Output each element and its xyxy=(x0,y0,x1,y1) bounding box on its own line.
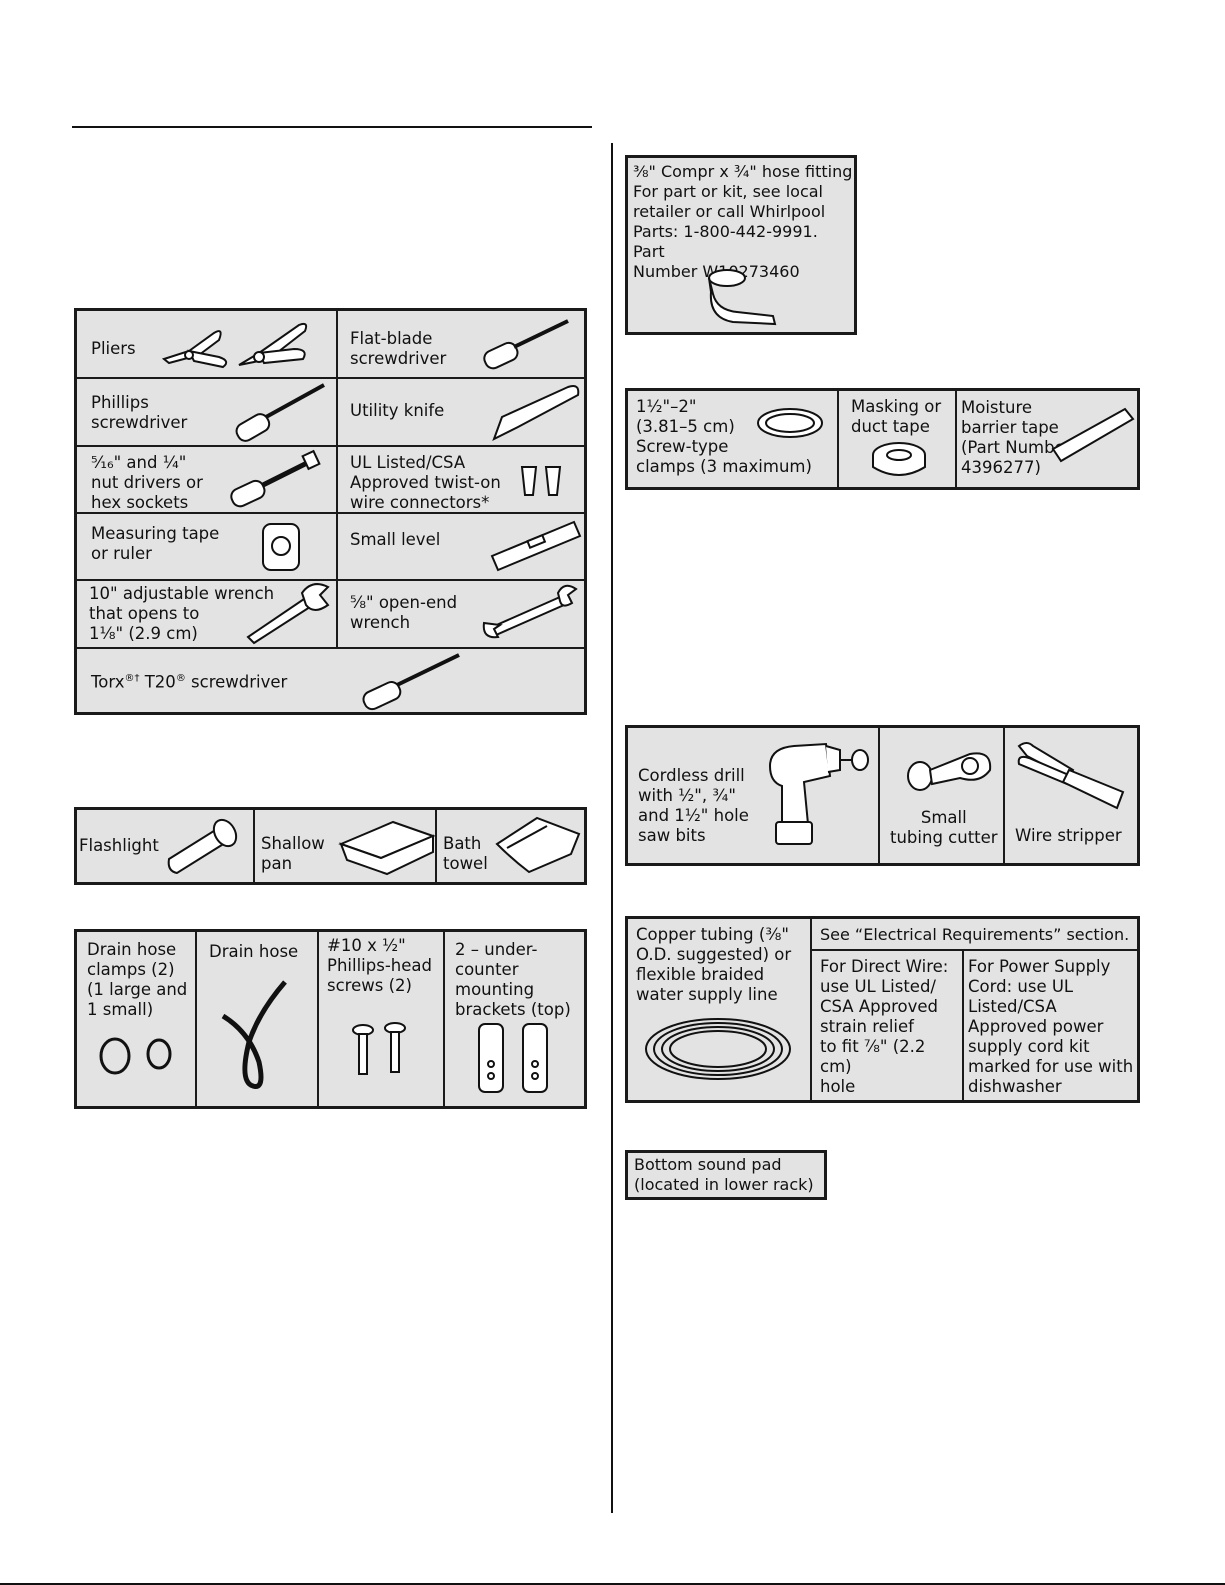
utility-knife-label: Utility knife xyxy=(350,401,445,420)
parts-supplied-table: Drain hose clamps (2) (1 large and 1 sma… xyxy=(74,929,587,1109)
adjustable-wrench-label: 10" adjustable wrench that opens to 1⅛" … xyxy=(89,584,275,643)
shallow-pan-label: Shallow pan xyxy=(261,834,325,873)
part-screws: #10 x ½" Phillips-head screws (2) xyxy=(319,932,443,1106)
flat-screwdriver-icon xyxy=(483,319,569,370)
item-cordless-drill: Cordless drill with ½", ¾" and 1½" hole … xyxy=(628,728,878,863)
footer-rule xyxy=(0,1583,1225,1585)
item-barrier-tape: Moisture barrier tape (Part Number 43962… xyxy=(957,391,1137,487)
drill-tools-table: Cordless drill with ½", ¾" and 1½" hole … xyxy=(625,725,1140,866)
item-bath-towel: Bath towel xyxy=(437,810,584,882)
wire-stripper-label: Wire stripper xyxy=(1015,826,1122,845)
electrical-requirements-note: See “Electrical Requirements” section. xyxy=(812,919,1137,949)
bath-towel-label: Bath towel xyxy=(443,834,488,873)
wire-connector-icon xyxy=(520,466,562,496)
screw-icon xyxy=(352,1022,406,1075)
power-cord-label: For Power Supply Cord: use UL Listed/CSA… xyxy=(968,957,1134,1096)
item-shallow-pan: Shallow pan xyxy=(255,810,436,882)
measuring-tape-icon xyxy=(262,523,300,571)
hose-fitting-box: ⅜" Compr x ¾" hose fitting For part or k… xyxy=(625,155,857,335)
drill-icon xyxy=(768,742,869,845)
tool-nut-drivers: ⁵⁄₁₆" and ¼" nut drivers or hex sockets xyxy=(77,447,336,512)
screw-clamps-label: 1½"–2" (3.81–5 cm) Screw-type clamps (3 … xyxy=(636,397,812,476)
wire-stripper-icon xyxy=(1017,742,1125,810)
nut-drivers-label: ⁵⁄₁₆" and ¼" nut drivers or hex sockets xyxy=(91,453,203,512)
hose-clamp-icon xyxy=(99,1037,172,1075)
item-screw-clamps: 1½"–2" (3.81–5 cm) Screw-type clamps (3 … xyxy=(628,391,837,487)
drain-hose-label: Drain hose xyxy=(209,942,299,961)
column-divider xyxy=(611,143,613,1513)
pan-icon xyxy=(338,820,436,876)
item-copper-tubing: Copper tubing (⅜" O.D. suggested) or fle… xyxy=(628,919,810,1100)
see-section-label: See “Electrical Requirements” section. xyxy=(820,925,1130,944)
helpful-items-table: Flashlight Shallow pan Bath towel xyxy=(74,807,587,885)
tool-wire-connectors: UL Listed/CSA Approved twist-on wire con… xyxy=(338,447,584,512)
pliers-label: Pliers xyxy=(91,339,136,358)
phillips-label: Phillips screwdriver xyxy=(91,393,188,432)
header-rule xyxy=(72,126,592,128)
flashlight-icon xyxy=(167,818,238,875)
utility-knife-icon xyxy=(492,385,580,442)
hose-fitting-text: ⅜" Compr x ¾" hose fitting For part or k… xyxy=(633,162,853,281)
part-drain-hose-clamps: Drain hose clamps (2) (1 large and 1 sma… xyxy=(77,932,195,1106)
item-power-supply-cord: For Power Supply Cord: use UL Listed/CSA… xyxy=(964,951,1137,1100)
towel-icon xyxy=(495,816,581,874)
barrier-tape-label: Moisture barrier tape (Part Number 43962… xyxy=(961,398,1072,477)
barrier-tape-icon xyxy=(1051,407,1135,463)
tubing-cutter-label: Small tubing cutter xyxy=(890,808,998,847)
level-icon xyxy=(490,520,582,572)
tape-roll-icon xyxy=(872,442,926,476)
mounting-bracket-icon xyxy=(478,1023,548,1093)
supply-table: Copper tubing (⅜" O.D. suggested) or fle… xyxy=(625,916,1140,1103)
item-flashlight: Flashlight xyxy=(77,810,253,882)
wire-connectors-label: UL Listed/CSA Approved twist-on wire con… xyxy=(350,453,501,512)
hose-fitting-icon xyxy=(708,269,777,326)
torx-screwdriver-icon xyxy=(362,653,460,711)
brackets-label: 2 – under- counter mounting brackets (to… xyxy=(455,940,571,1019)
small-level-label: Small level xyxy=(350,530,441,549)
pliers-icon xyxy=(161,322,308,369)
torx-label: Torx®† T20® screwdriver xyxy=(91,672,288,692)
tubing-cutter-icon xyxy=(907,752,992,791)
sound-pad-text: Bottom sound pad (located in lower rack) xyxy=(634,1155,814,1194)
tool-adjustable-wrench: 10" adjustable wrench that opens to 1⅛" … xyxy=(77,581,336,647)
tools-table: Pliers Flat-blade screwdriver Phillips s… xyxy=(74,308,587,715)
drain-hose-icon xyxy=(221,980,287,1089)
screw-clamp-icon xyxy=(757,408,823,438)
nut-driver-icon xyxy=(230,449,321,508)
tool-utility-knife: Utility knife xyxy=(338,379,584,445)
item-tape: Masking or duct tape xyxy=(839,391,955,487)
tool-phillips: Phillips screwdriver xyxy=(77,379,336,445)
cordless-drill-label: Cordless drill with ½", ¾" and 1½" hole … xyxy=(638,766,749,845)
drain-hose-clamps-label: Drain hose clamps (2) (1 large and 1 sma… xyxy=(87,940,188,1019)
open-end-wrench-icon xyxy=(482,584,578,639)
tool-measuring-tape: Measuring tape or ruler xyxy=(77,514,336,579)
adjustable-wrench-icon xyxy=(246,583,330,645)
clamps-table: 1½"–2" (3.81–5 cm) Screw-type clamps (3 … xyxy=(625,388,1140,490)
tool-small-level: Small level xyxy=(338,514,584,579)
tool-open-end-wrench: ⅝" open-end wrench xyxy=(338,581,584,647)
tool-flat-blade: Flat-blade screwdriver xyxy=(338,311,584,377)
copper-tubing-label: Copper tubing (⅜" O.D. suggested) or fle… xyxy=(636,925,792,1004)
part-brackets: 2 – under- counter mounting brackets (to… xyxy=(445,932,584,1106)
flat-blade-label: Flat-blade screwdriver xyxy=(350,329,447,368)
part-drain-hose: Drain hose xyxy=(197,932,317,1106)
copper-tubing-icon xyxy=(645,1018,791,1080)
flashlight-label: Flashlight xyxy=(79,836,159,855)
direct-wire-label: For Direct Wire: use UL Listed/ CSA Appr… xyxy=(820,957,949,1096)
sound-pad-box: Bottom sound pad (located in lower rack) xyxy=(625,1150,827,1200)
open-end-wrench-label: ⅝" open-end wrench xyxy=(350,593,458,632)
screws-label: #10 x ½" Phillips-head screws (2) xyxy=(327,936,432,995)
item-wire-stripper: Wire stripper xyxy=(1005,728,1137,863)
phillips-screwdriver-icon xyxy=(235,383,325,442)
item-tubing-cutter: Small tubing cutter xyxy=(880,728,1003,863)
tape-label: Masking or duct tape xyxy=(851,397,942,436)
item-direct-wire: For Direct Wire: use UL Listed/ CSA Appr… xyxy=(812,951,962,1100)
tool-torx: Torx®† T20® screwdriver xyxy=(77,649,584,712)
measuring-tape-label: Measuring tape or ruler xyxy=(91,524,220,563)
tool-pliers: Pliers xyxy=(77,311,336,377)
